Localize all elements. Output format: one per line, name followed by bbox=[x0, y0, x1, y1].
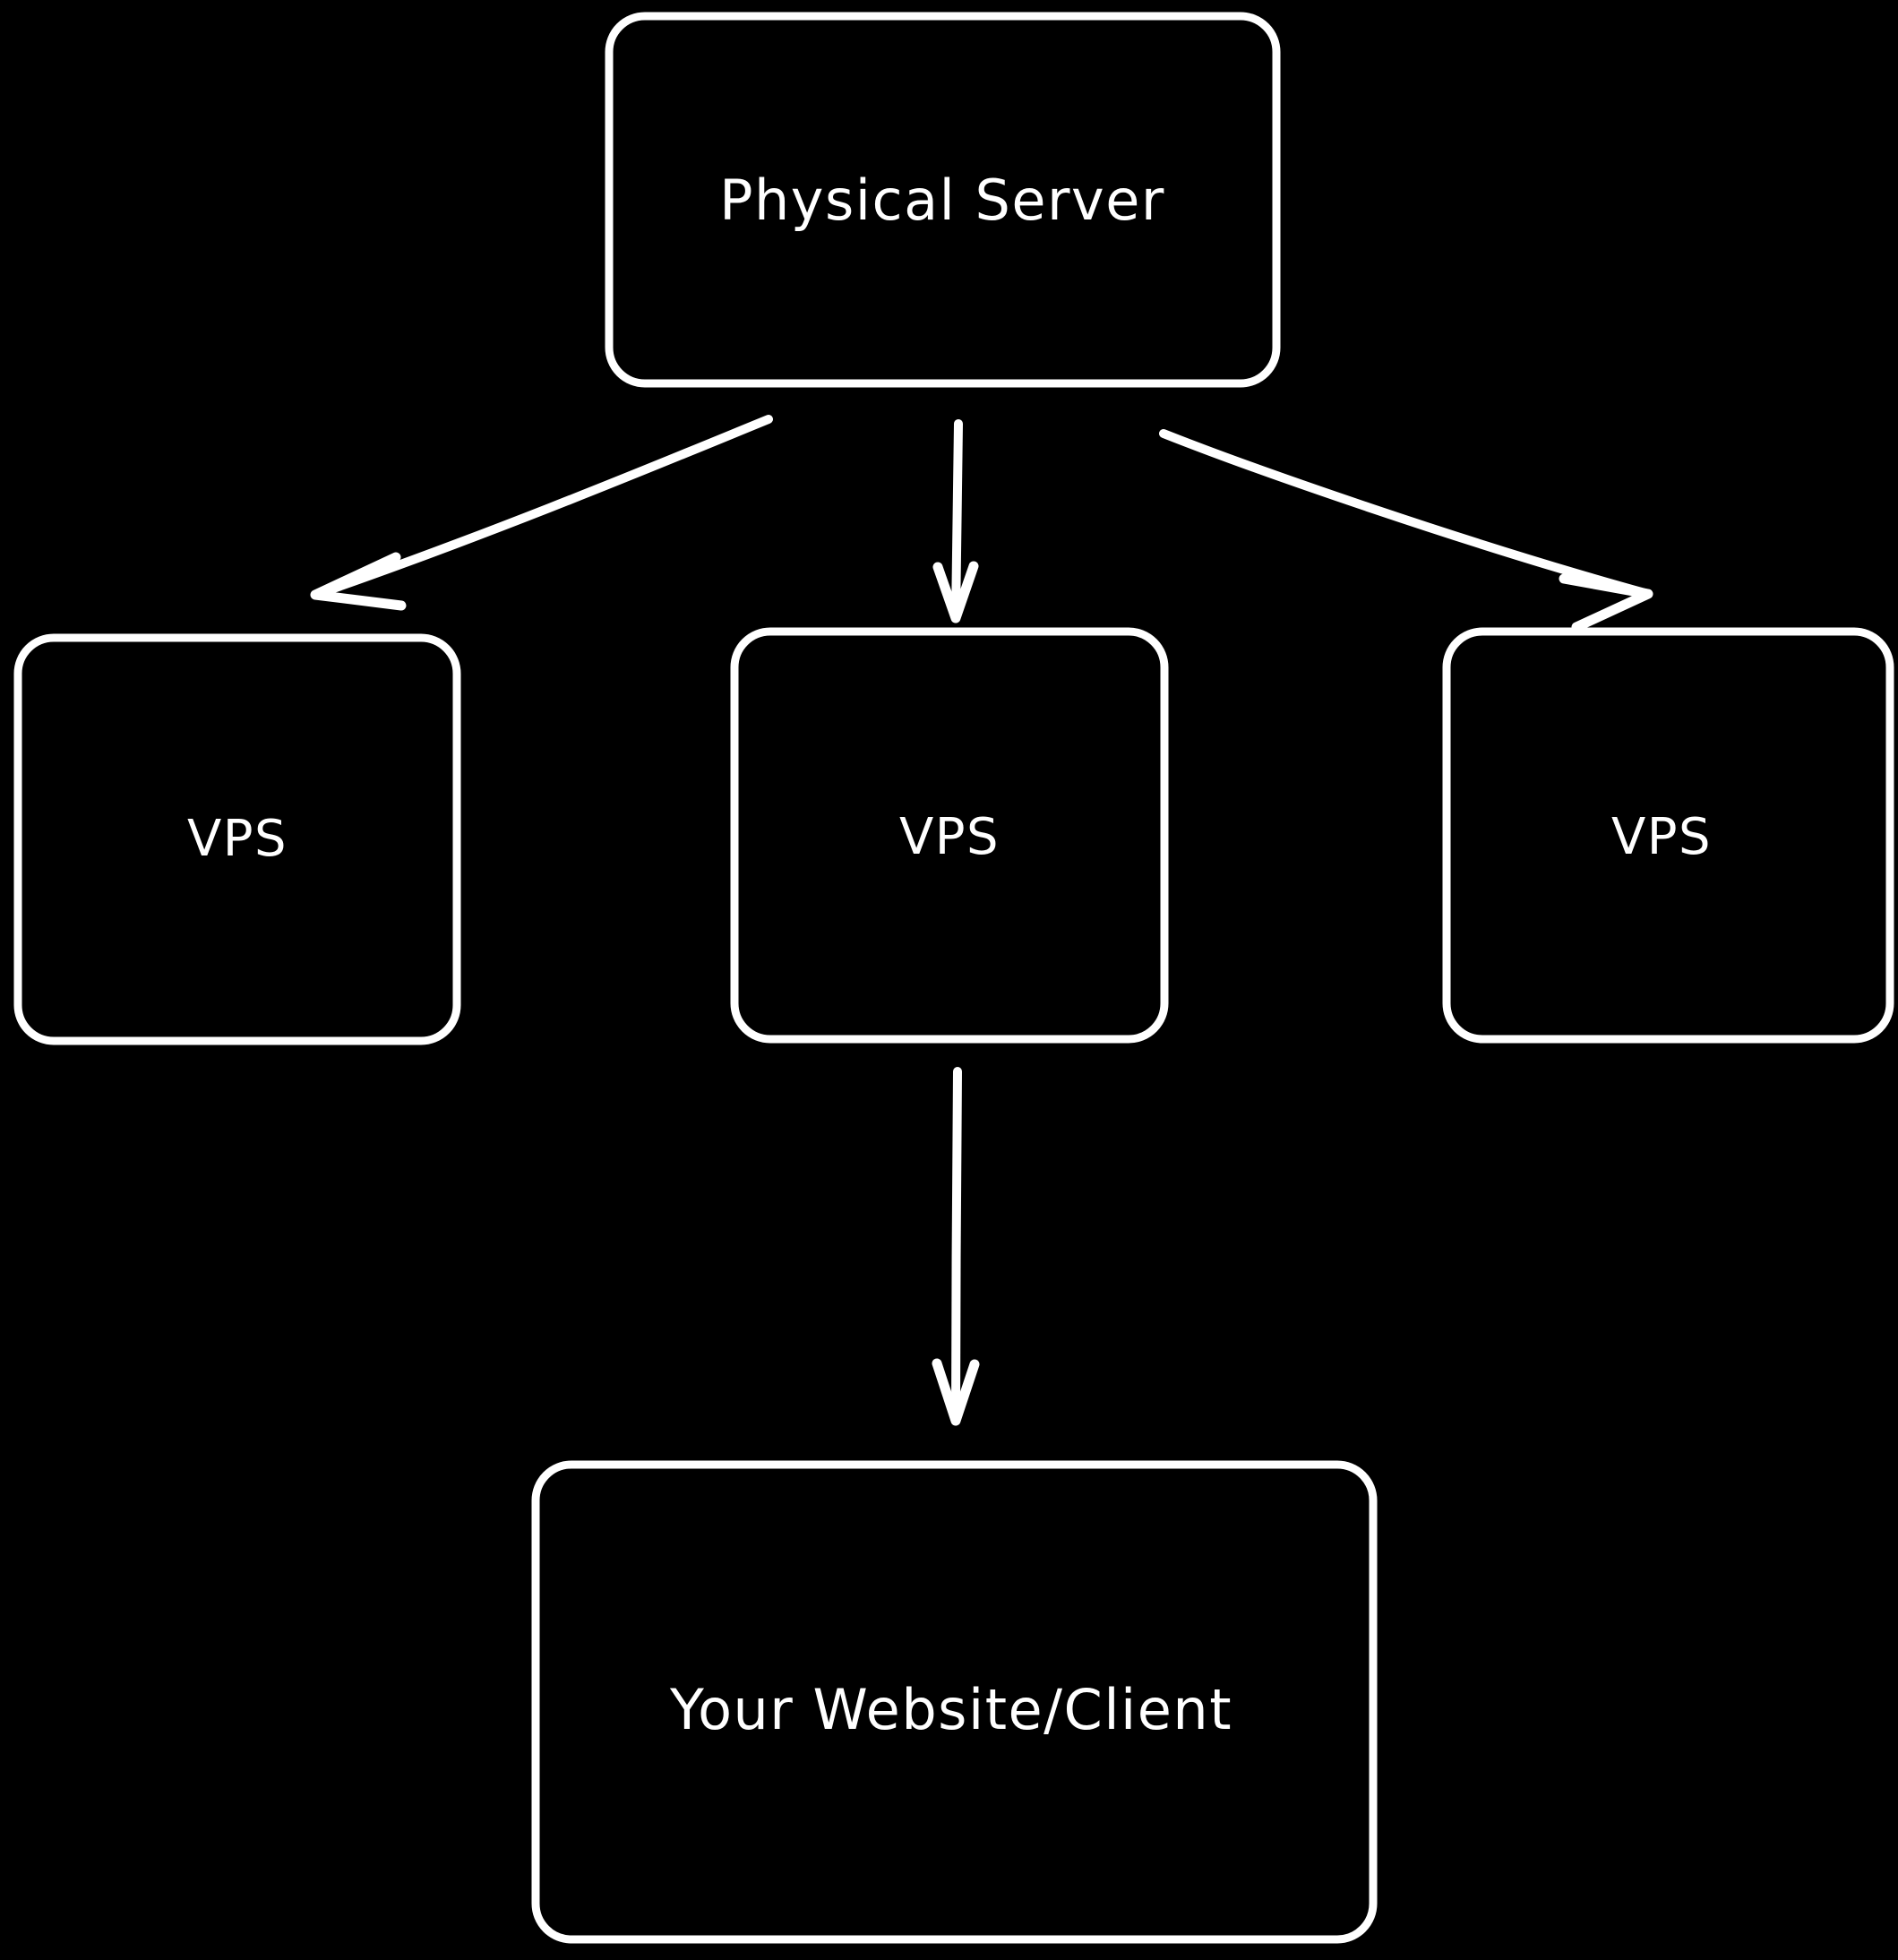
node-shape bbox=[1442, 627, 1894, 1044]
node-label-vps-right: VPS bbox=[1611, 808, 1712, 866]
arrowhead-icon bbox=[932, 1358, 980, 1426]
edge-line bbox=[951, 1067, 962, 1425]
node-vps-left[interactable]: VPS bbox=[13, 633, 461, 1045]
node-label-vps-left: VPS bbox=[187, 810, 288, 868]
node-label-physical-server: Physical Server bbox=[719, 168, 1165, 233]
node-layer: Physical Server VPS VPS VPS Your Website… bbox=[13, 12, 1894, 1944]
edge-server-to-vps-right[interactable] bbox=[1159, 429, 1653, 632]
node-label-vps-center: VPS bbox=[899, 808, 1000, 866]
node-shape bbox=[730, 627, 1169, 1044]
node-shape bbox=[605, 12, 1281, 388]
edge-vps-center-to-client[interactable] bbox=[932, 1067, 980, 1426]
node-your-website-client[interactable]: Your Website/Client bbox=[531, 1460, 1378, 1944]
node-vps-center[interactable]: VPS bbox=[730, 627, 1169, 1044]
arrowhead-icon bbox=[1559, 573, 1653, 632]
node-vps-right[interactable]: VPS bbox=[1442, 627, 1894, 1044]
arrowhead-icon bbox=[310, 552, 407, 611]
node-label-your-website-client: Your Website/Client bbox=[669, 1677, 1232, 1742]
node-shape bbox=[531, 1460, 1378, 1944]
node-shape bbox=[13, 633, 461, 1045]
arrowhead-icon bbox=[932, 561, 979, 623]
node-physical-server[interactable]: Physical Server bbox=[605, 12, 1281, 388]
edge-line bbox=[311, 415, 773, 599]
edge-server-to-vps-left[interactable] bbox=[310, 415, 773, 611]
edge-line bbox=[1159, 429, 1653, 598]
edge-line bbox=[951, 419, 963, 623]
edge-layer bbox=[310, 415, 1653, 1426]
edge-server-to-vps-center[interactable] bbox=[932, 419, 979, 623]
